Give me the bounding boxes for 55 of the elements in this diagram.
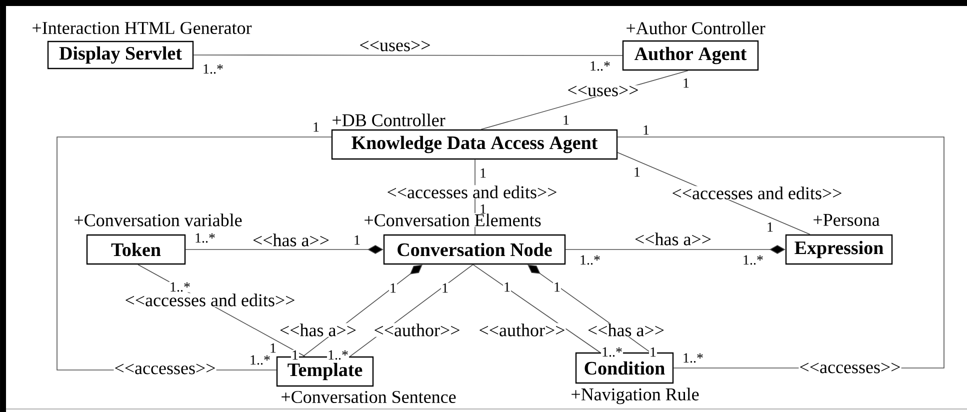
multiplicity-label: 1 xyxy=(269,342,277,354)
association-line xyxy=(302,264,422,357)
role-label: +Persona xyxy=(812,214,880,226)
class-box: Expression xyxy=(785,234,893,265)
edge-label: <<has a>> xyxy=(252,233,330,247)
association-line xyxy=(193,54,623,56)
multiplicity-label: 1..* xyxy=(589,60,611,72)
multiplicity-label: 1 xyxy=(633,166,641,178)
multiplicity-label: 1..* xyxy=(579,254,601,266)
multiplicity-label: 1..* xyxy=(327,350,349,360)
multiplicity-label: 1..* xyxy=(601,346,623,358)
edge-label: <<accesses and edits>> xyxy=(386,185,558,199)
edge-label: <<uses>> xyxy=(566,85,640,97)
association-line xyxy=(528,264,651,353)
role-label: +Interaction HTML Generator xyxy=(31,21,252,35)
multiplicity-label: 1 xyxy=(682,78,690,88)
association-line xyxy=(472,264,600,353)
role-label: +Conversation variable xyxy=(73,213,243,227)
class-box: Author Agent xyxy=(622,40,759,71)
class-box: Token xyxy=(86,234,186,265)
class-box: Conversation Node xyxy=(383,234,566,265)
role-label: +Navigation Rule xyxy=(570,387,700,405)
edge-label: <<author>> xyxy=(373,323,461,337)
multiplicity-label: 1 xyxy=(766,222,774,232)
multiplicity-label: 1 xyxy=(553,282,561,292)
role-label: +Author Controller xyxy=(625,21,766,35)
multiplicity-label: 1 xyxy=(479,204,487,214)
multiplicity-label: 1..* xyxy=(249,354,271,366)
multiplicity-label: 1 xyxy=(389,282,397,294)
multiplicity-label: 1..* xyxy=(194,232,216,244)
multiplicity-label: 1..* xyxy=(169,282,191,292)
multiplicity-label: 1 xyxy=(642,124,650,136)
multiplicity-label: 1..* xyxy=(202,64,224,74)
class-box: Knowledge Data Access Agent xyxy=(331,129,618,160)
multiplicity-label: 1 xyxy=(353,234,361,246)
multiplicity-label: 1 xyxy=(503,282,511,292)
multiplicity-label: 1 xyxy=(291,350,299,360)
role-label: +Conversation Sentence xyxy=(280,390,457,404)
edge-label: <<accesses>> xyxy=(114,363,216,375)
edge-label: <<uses>> xyxy=(358,40,432,52)
edge-label: <<has a>> xyxy=(278,323,358,337)
edge-label: <<author>> xyxy=(478,323,566,337)
edge-label: <<accesses>> xyxy=(798,362,902,374)
edge-label: <<has a>> xyxy=(634,232,712,246)
multiplicity-label: 1 xyxy=(649,346,657,358)
multiplicity-label: 1 xyxy=(441,282,449,294)
multiplicity-label: 1..* xyxy=(682,352,704,364)
role-label: +DB Controller xyxy=(331,113,446,127)
multiplicity-label: 1 xyxy=(479,168,487,178)
multiplicity-label: 1..* xyxy=(742,254,764,266)
multiplicity-label: 1 xyxy=(312,122,320,132)
edge-label: <<accesses and edits>> xyxy=(671,186,843,200)
class-box: Display Servlet xyxy=(47,40,194,70)
edge-label: <<has a>> xyxy=(586,323,666,337)
multiplicity-label: 1 xyxy=(562,114,570,126)
